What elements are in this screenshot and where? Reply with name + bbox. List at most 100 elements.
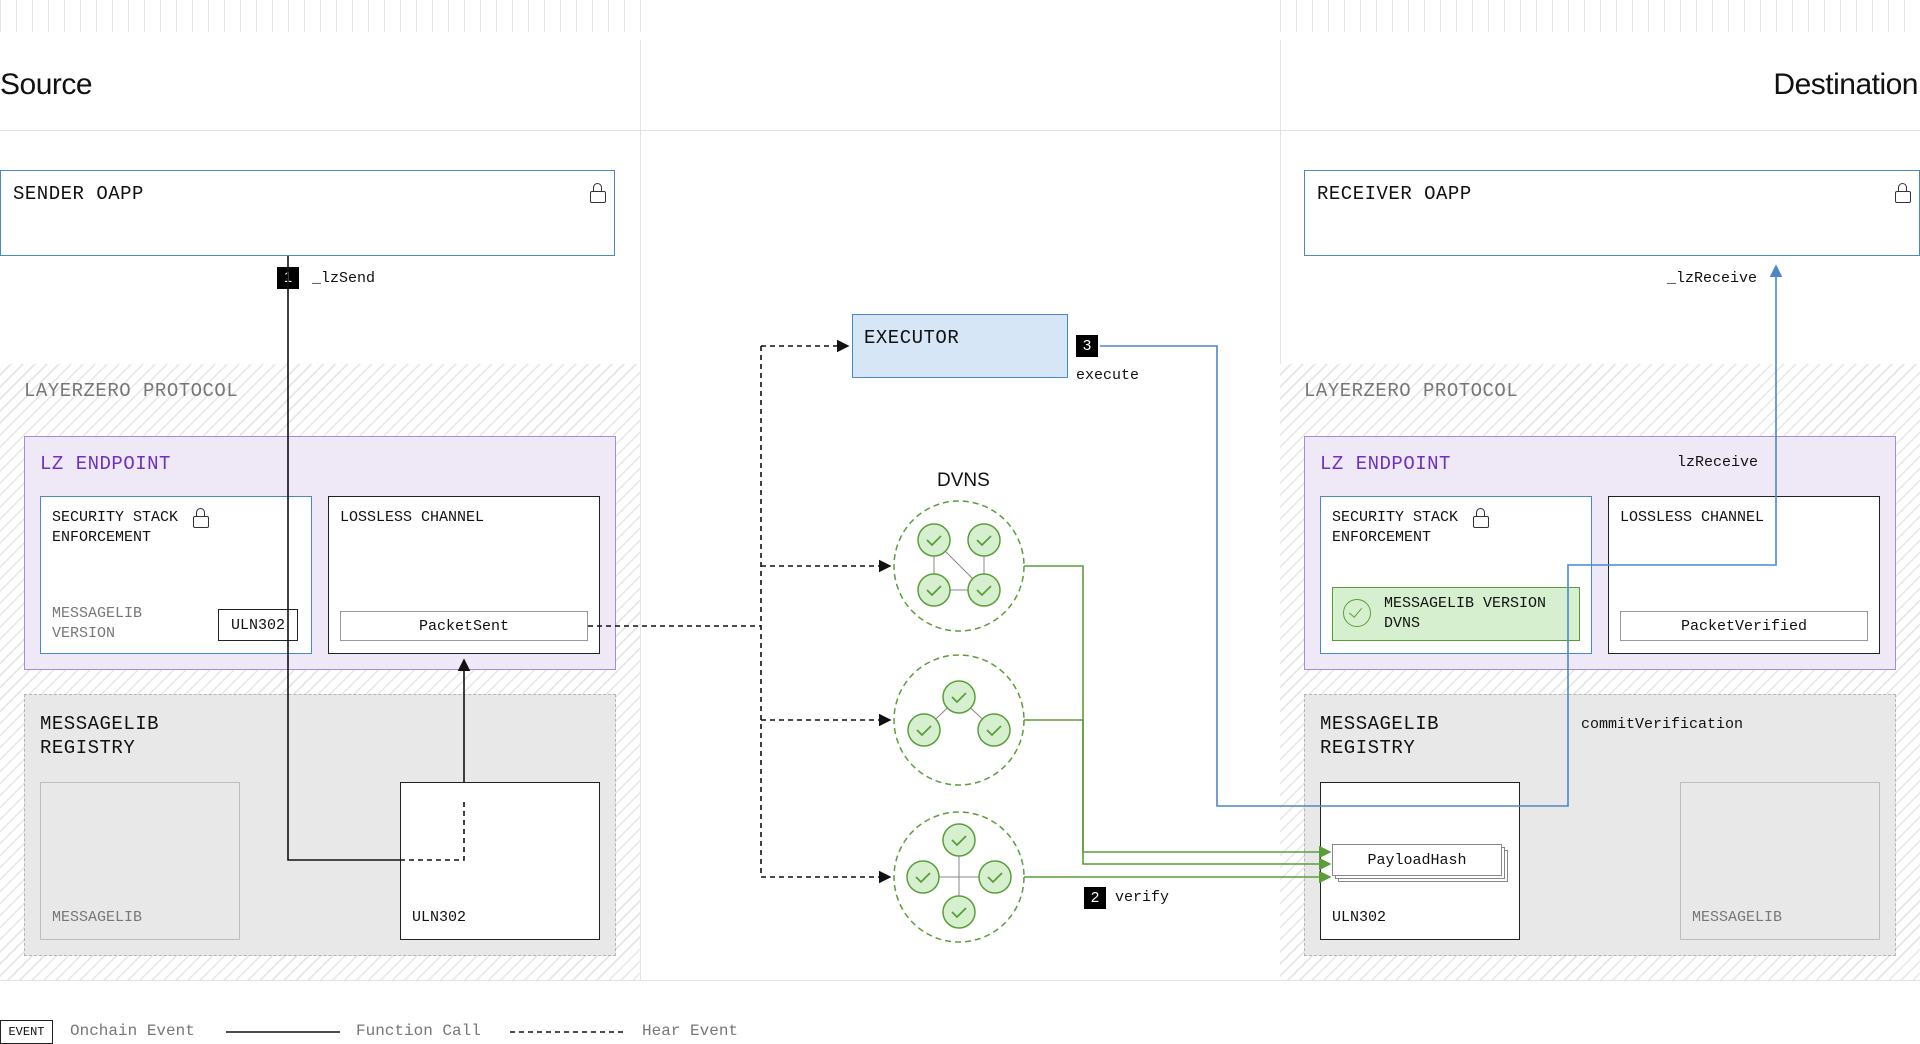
step-two-badge: 2 — [1084, 887, 1106, 909]
ruler-tick — [80, 0, 81, 32]
ruler-tick — [1568, 0, 1569, 32]
payload-hash-stack[interactable]: PayloadHash — [1332, 844, 1510, 884]
column-divider — [640, 40, 641, 980]
ruler-tick — [1760, 0, 1761, 32]
source-messagelib-box[interactable]: MESSAGELIB — [40, 782, 240, 940]
packet-sent-event[interactable]: PacketSent — [340, 611, 588, 641]
check-circle-icon — [967, 573, 1001, 607]
payload-hash-label: PayloadHash — [1332, 844, 1502, 876]
ruler-tick — [368, 0, 369, 32]
ruler-tick — [1392, 0, 1393, 32]
check-circle-icon — [906, 860, 940, 894]
ruler-tick — [208, 0, 209, 32]
legend-event-box: EVENT — [0, 1020, 53, 1044]
sender-oapp-box[interactable]: SENDER OAPP — [0, 170, 615, 256]
execute-label: execute — [1076, 367, 1140, 384]
check-circle-icon — [917, 573, 951, 607]
ruler-tick — [512, 0, 513, 32]
messagelib-version-dvns-box[interactable]: MESSAGELIB VERSION DVNS — [1332, 587, 1580, 641]
source-security-stack-box[interactable]: SECURITY STACK ENFORCEMENT MESSAGELIB VE… — [40, 496, 312, 654]
ruler-tick — [1376, 0, 1377, 32]
check-circle-icon — [942, 680, 976, 714]
ruler-tick — [288, 0, 289, 32]
ruler-tick — [1488, 0, 1489, 32]
ruler-tick — [1552, 0, 1553, 32]
ruler-tick — [480, 0, 481, 32]
ruler-tick — [1472, 0, 1473, 32]
legend-onchain-event: Onchain Event — [70, 1022, 195, 1040]
messagelib-version-dvns-label: MESSAGELIB VERSION DVNS — [1384, 595, 1547, 632]
receiver-oapp-label: RECEIVER OAPP — [1317, 183, 1472, 205]
ruler-tick — [1632, 0, 1633, 32]
ruler-tick — [1408, 0, 1409, 32]
source-lossless-channel-box[interactable]: LOSSLESS CHANNEL PacketSent — [328, 496, 600, 654]
lossless-channel-label: LOSSLESS CHANNEL — [1620, 509, 1765, 526]
ruler-tick — [1536, 0, 1537, 32]
ruler-tick — [1280, 0, 1281, 32]
uln-version-box[interactable]: ULN302 — [218, 609, 298, 641]
lz-receive-label: lzReceive — [1677, 454, 1759, 471]
lock-icon — [590, 183, 606, 203]
ruler-tick — [1616, 0, 1617, 32]
check-circle-icon — [978, 860, 1012, 894]
ruler-tick — [1328, 0, 1329, 32]
check-circle-icon — [942, 895, 976, 929]
ruler-tick — [32, 0, 33, 32]
ruler-tick — [48, 0, 49, 32]
ruler-tick — [1840, 0, 1841, 32]
ruler-tick — [240, 0, 241, 32]
header-divider — [0, 130, 1920, 131]
messagelib-label: MESSAGELIB — [52, 909, 143, 926]
dvn-node-2 — [893, 654, 1025, 786]
messagelib-version-label: MESSAGELIB VERSION — [52, 605, 143, 642]
legend-hear-event: Hear Event — [642, 1022, 739, 1040]
ruler-tick — [112, 0, 113, 32]
dvn-node-3 — [893, 811, 1025, 943]
ruler-tick — [1584, 0, 1585, 32]
messagelib-label: MESSAGELIB — [1692, 909, 1783, 926]
ruler-tick — [560, 0, 561, 32]
verify-label: verify — [1115, 889, 1170, 906]
ruler-tick — [1696, 0, 1697, 32]
packet-verified-event[interactable]: PacketVerified — [1620, 611, 1868, 641]
dvn-node-1 — [893, 500, 1025, 632]
uln-emit-line — [400, 800, 465, 861]
ruler-tick — [96, 0, 97, 32]
executor-box[interactable]: EXECUTOR — [852, 314, 1068, 378]
ruler-tick — [1520, 0, 1521, 32]
lock-icon — [1473, 508, 1489, 528]
ruler-tick — [416, 0, 417, 32]
execute-line — [1100, 264, 1783, 807]
ruler-tick — [1424, 0, 1425, 32]
lossless-channel-label: LOSSLESS CHANNEL — [340, 509, 485, 526]
ruler-tick — [1808, 0, 1809, 32]
ruler-tick — [592, 0, 593, 32]
ruler-tick — [1856, 0, 1857, 32]
uln-label: ULN302 — [412, 909, 467, 926]
ruler-tick — [336, 0, 337, 32]
ruler-tick — [128, 0, 129, 32]
ruler-tick — [1312, 0, 1313, 32]
destination-messagelib-box[interactable]: MESSAGELIB — [1680, 782, 1880, 940]
source-uln-box[interactable]: ULN302 — [400, 782, 600, 940]
destination-security-stack-box[interactable]: SECURITY STACK ENFORCEMENT MESSAGELIB VE… — [1320, 496, 1592, 654]
check-circle-icon — [967, 523, 1001, 557]
uln-label: ULN302 — [1332, 909, 1387, 926]
registry-label: MESSAGELIB REGISTRY — [40, 713, 160, 759]
ruler-tick — [448, 0, 449, 32]
lz-receive-underscore-label: _lzReceive — [1667, 270, 1758, 287]
ruler-tick — [1360, 0, 1361, 32]
destination-lossless-channel-box[interactable]: LOSSLESS CHANNEL PacketVerified — [1608, 496, 1880, 654]
ruler-tick — [1296, 0, 1297, 32]
check-circle-icon — [977, 713, 1011, 747]
check-circle-icon — [907, 713, 941, 747]
legend-function-call: Function Call — [356, 1022, 481, 1040]
ruler-tick — [432, 0, 433, 32]
ruler-tick — [304, 0, 305, 32]
step-three-badge: 3 — [1076, 335, 1098, 357]
ruler-tick — [64, 0, 65, 32]
ruler-tick — [1456, 0, 1457, 32]
ruler-tick — [1648, 0, 1649, 32]
ruler-tick — [1872, 0, 1873, 32]
